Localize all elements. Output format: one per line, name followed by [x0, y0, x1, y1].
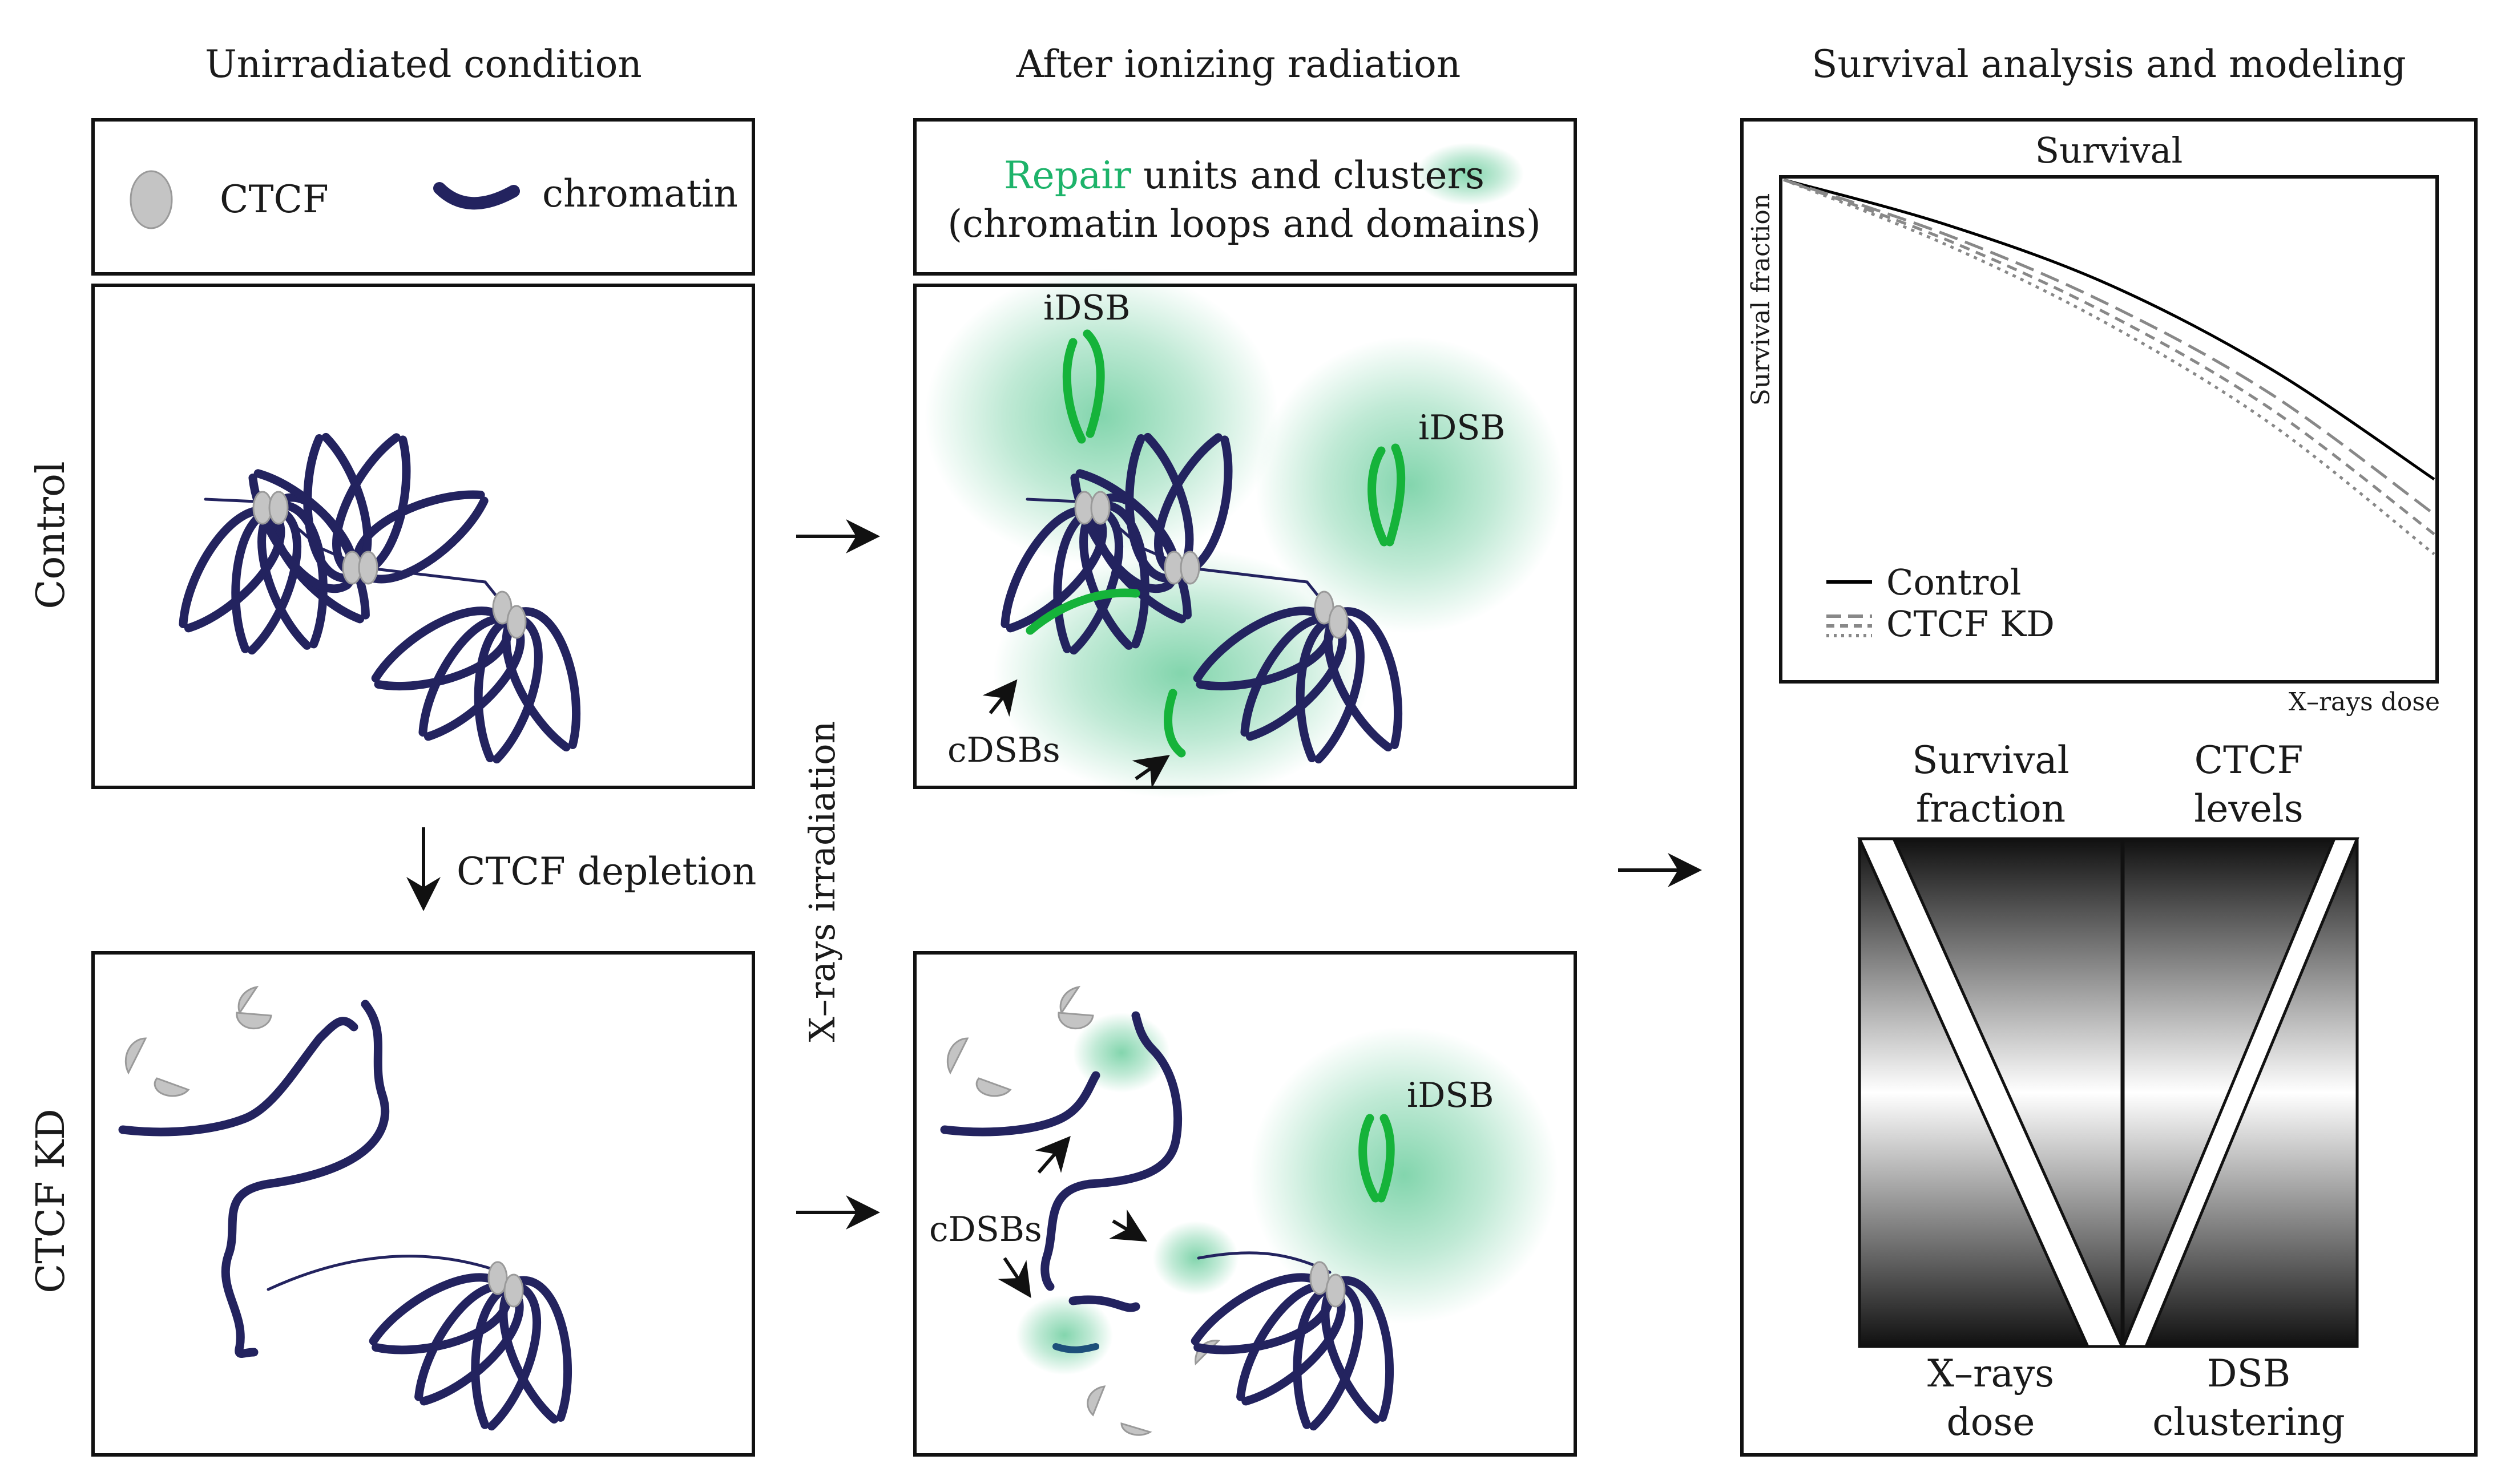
idsb-break [1385, 443, 1406, 547]
survival-plot-title: Survival [2035, 130, 2183, 171]
gradient-right-bottom-label: DSB [2207, 1352, 2291, 1396]
cdsb-pointer-arrow [1132, 755, 1170, 789]
ctcf-kd-survival-curve-1 [1783, 178, 2435, 516]
repair-highlight: Repair [1004, 153, 1131, 197]
panel-ctcfkd-unirradiated [91, 951, 755, 1457]
repair-cluster-glow [925, 268, 1278, 565]
gradient-left-bottom-label: X–rays [1927, 1352, 2054, 1396]
repair-legend-rest: units and clusters [1131, 153, 1484, 197]
gradient-right-top-label2: levels [2194, 787, 2304, 831]
repair-legend-line2: (chromatin loops and domains) [947, 202, 1540, 246]
gradient-right-top-label: CTCF [2195, 738, 2304, 782]
ctcf-protein [1059, 985, 1081, 1015]
ctcf-depletion-arrow: CTCF depletion [406, 827, 756, 911]
repair-glow-legend-icon [1415, 143, 1524, 205]
ctcf-protein [1309, 1261, 1330, 1295]
survival-gradient-triangle [1857, 837, 2124, 1348]
ctcf-legend-icon [130, 170, 173, 229]
idsb-break [1083, 329, 1105, 438]
gradient-left-top-label2: fraction [1916, 787, 2066, 831]
idsb-break [1367, 446, 1389, 547]
xray-irradiation-label: X–rays irradiation [801, 721, 843, 1042]
idsb-break [1062, 338, 1086, 444]
ctcf-protein [1087, 1385, 1106, 1417]
gradient-left-bottom-label2: dose [1947, 1400, 2035, 1444]
ctcf-protein [1058, 1012, 1094, 1030]
idsb-break [1377, 1114, 1395, 1203]
repair-cluster-glow [1153, 1221, 1239, 1295]
cdsb-break [1026, 588, 1140, 635]
repair-legend-box: Repair units and clusters (chromatin loo… [913, 118, 1577, 276]
ctcf-kd-survival-curve-3 [1783, 178, 2435, 556]
legend-control-label: Control [1886, 561, 2021, 603]
ctcf-protein [237, 985, 259, 1015]
gradient-right-bottom-label2: clustering [2152, 1400, 2345, 1444]
panel-control-after-ir: iDSB iDSB cDSBs [913, 268, 1577, 799]
cdsb-pointer-arrow [982, 679, 1018, 717]
gradient-left-top-label: Survival [1912, 738, 2069, 782]
idsb-label: iDSB [1407, 1075, 1494, 1115]
survival-panel: Survival Survival fraction X–rays dose C… [1740, 118, 2478, 1457]
cdsb-pointer-arrow [1109, 1209, 1148, 1242]
panel-control-unirradiated [91, 284, 755, 789]
survival-plot-xlabel: X–rays dose [2289, 688, 2440, 717]
ctcf-protein [236, 1012, 272, 1030]
cdsb-pointer-arrow [1035, 1135, 1071, 1174]
ctcf-protein [1090, 491, 1111, 525]
col-title-after-ir: After ionizing radiation [1016, 42, 1461, 86]
ctcf-protein [358, 551, 378, 585]
idsb-label: iDSB [1418, 408, 1506, 448]
chromatin-legend-icon [433, 182, 520, 210]
ctcf-protein [946, 1037, 969, 1075]
ctcf-protein [124, 1037, 147, 1075]
legend-ctcf-label: CTCF [220, 177, 329, 221]
repair-cluster-glow [1016, 1295, 1113, 1375]
repair-legend-line1: Repair units and clusters [1004, 153, 1484, 197]
row-label-ctcf-kd: CTCF KD [29, 1109, 74, 1293]
repair-cluster-glow [1256, 337, 1564, 633]
ctcf-protein [1328, 605, 1349, 639]
legend-kd-label: CTCF KD [1886, 603, 2055, 645]
row-label-control: Control [29, 461, 74, 609]
idsb-break [1358, 1114, 1380, 1203]
ctcf-protein [1325, 1273, 1346, 1308]
ctcf-protein [506, 605, 527, 639]
col-title-unirradiated: Unirradiated condition [205, 42, 642, 86]
cdsb-pointer-arrow [998, 1257, 1031, 1298]
ctcf-kd-survival-curve-2 [1783, 178, 2435, 536]
repair-cluster-glow [993, 548, 1370, 799]
cdsbs-label: cDSBs [947, 730, 1060, 770]
ctcf-protein [487, 1261, 508, 1295]
cdsb-break [1164, 689, 1186, 758]
col-title-survival: Survival analysis and modeling [1812, 42, 2406, 86]
survival-plot-ylabel: Survival fraction [1746, 193, 1776, 406]
legend-box: CTCF chromatin [91, 118, 755, 276]
ctcf-protein [268, 491, 289, 525]
cdsbs-label: cDSBs [929, 1210, 1042, 1250]
chromatin-loop-cluster [364, 1264, 585, 1431]
ctcf-protein [503, 1273, 524, 1308]
ctcf-protein [975, 1077, 1012, 1097]
idsb-label: iDSB [1043, 288, 1131, 328]
ctcf-protein [154, 1077, 190, 1097]
survival-plot-frame [1779, 175, 2439, 684]
ctcf-protein [1180, 551, 1200, 585]
survival-curves [1783, 178, 2435, 556]
repair-cluster-glow [1250, 1027, 1558, 1324]
ctcf-depletion-label: CTCF depletion [457, 850, 756, 893]
chromatin-loop-cluster [365, 597, 596, 763]
ctcf-gradient-triangle [2121, 837, 2359, 1348]
control-survival-curve [1783, 178, 2435, 481]
ctcf-protein [1120, 1422, 1152, 1436]
legend-chromatin-label: chromatin [542, 172, 738, 216]
panel-ctcfkd-after-ir: iDSB cDSBs [913, 951, 1577, 1457]
